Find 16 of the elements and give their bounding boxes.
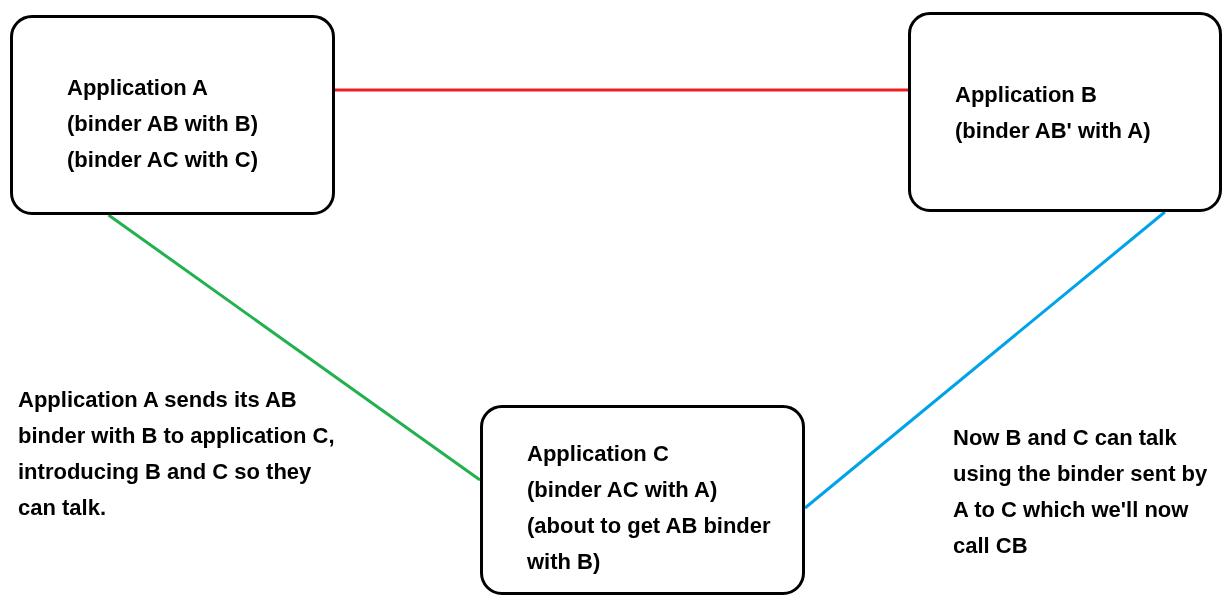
connector-line [804,210,1166,510]
binder-note: (binder AC with A) [527,476,719,504]
annotation-text: Now B and C can talk using the binder sent by A to C which we'll now call CB [953,424,1209,560]
binder-note: (about to get AB binder with B) [527,512,772,576]
box-title: Application B [955,81,1098,109]
application-box [10,15,335,215]
connector-line [335,88,908,92]
box-title: Application C [527,440,670,468]
application-box [480,405,805,595]
annotation-text: Application A sends its AB binder with B to application C, introducing B and C so they can talk. [18,386,336,522]
box-title: Application A [67,74,209,102]
binder-note: (binder AC with C) [67,146,260,174]
connector-line [107,213,481,482]
binder-note: (binder AB with B) [67,110,260,138]
application-box [908,12,1222,212]
binder-note: (binder AB' with A) [955,117,1152,145]
